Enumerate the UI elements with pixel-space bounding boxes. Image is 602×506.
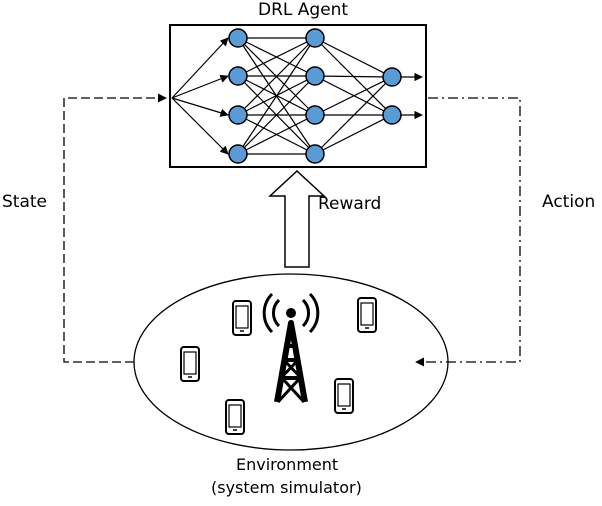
network-node — [228, 105, 248, 125]
network-edge — [237, 37, 316, 77]
network-nodes — [228, 28, 402, 164]
reward-label: Reward — [318, 194, 382, 214]
input-edge — [171, 74, 229, 99]
phone-icon — [225, 399, 245, 435]
phone-icon — [357, 297, 377, 333]
network-edge — [314, 76, 393, 155]
action-loop-line — [415, 97, 521, 367]
input-edge — [171, 37, 229, 99]
network-node — [228, 66, 248, 86]
reward-arrow — [268, 169, 326, 268]
network-node — [228, 28, 248, 48]
environment-subtitle: (system simulator) — [211, 478, 362, 497]
state-loop-line — [63, 93, 167, 363]
network-node — [382, 67, 402, 87]
phone-icon — [180, 346, 200, 382]
network-edge — [314, 114, 393, 155]
network-edges — [171, 37, 423, 155]
network-node — [305, 105, 325, 125]
phone-icon — [232, 300, 252, 336]
network-edge — [314, 37, 393, 78]
network-node — [228, 144, 248, 164]
agent-title: DRL Agent — [258, 0, 349, 20]
network-node — [305, 144, 325, 164]
network-edge — [314, 75, 393, 78]
network-edge — [314, 76, 393, 116]
network-edge — [237, 37, 316, 155]
network-node — [382, 105, 402, 125]
environment-ellipse — [133, 273, 449, 451]
action-label: Action — [542, 192, 596, 212]
input-edge — [171, 97, 229, 155]
network-node — [305, 28, 325, 48]
environment-title: Environment — [236, 455, 339, 474]
input-edge — [171, 97, 229, 117]
network-edge — [237, 114, 316, 155]
network-edge — [237, 75, 316, 155]
network-edge — [237, 37, 316, 116]
phone-icon — [334, 378, 354, 414]
state-label: State — [2, 192, 47, 212]
tower-icon — [262, 292, 320, 404]
network-node — [305, 66, 325, 86]
phones-group — [180, 297, 377, 435]
agent-box — [169, 24, 427, 168]
